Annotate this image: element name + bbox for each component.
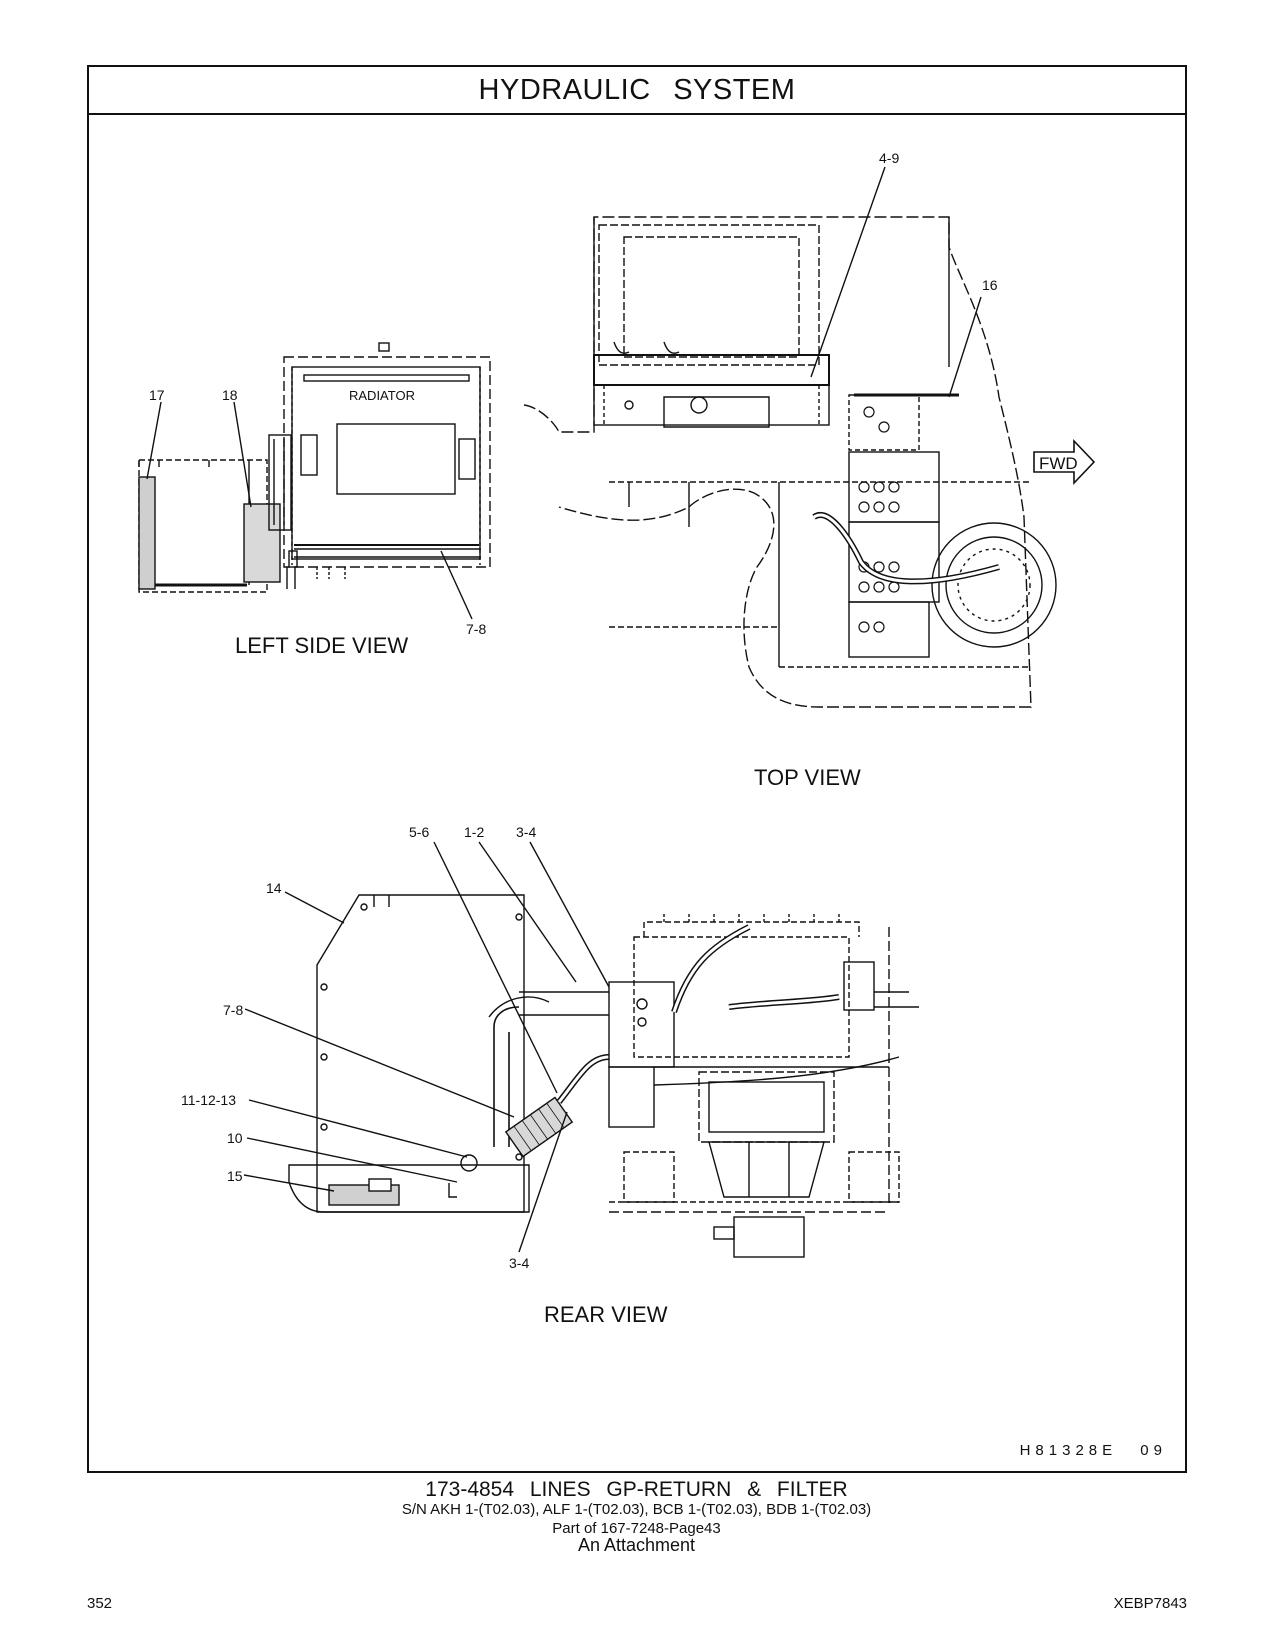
callout-5-6: 5-6 <box>409 824 430 840</box>
page-number: 352 <box>87 1595 113 1612</box>
callout-3-4-top: 3-4 <box>516 824 537 840</box>
page-title: HYDRAULIC SYSTEM <box>478 74 796 106</box>
callout-7-8-left: 7-8 <box>466 621 487 637</box>
callout-18: 18 <box>222 387 238 403</box>
callout-4-9: 4-9 <box>879 150 900 166</box>
diagram-frame: HYDRAULIC SYSTEM <box>87 65 1187 1473</box>
hydraulic-drawing: FWD <box>138 166 1096 1258</box>
callout-3-4-bottom: 3-4 <box>509 1255 530 1271</box>
rear-view-label: REAR VIEW <box>544 1302 668 1327</box>
document-number: XEBP7843 <box>1113 1595 1187 1612</box>
caption-attachment: An Attachment <box>577 1535 696 1555</box>
caption-serial-numbers: S/N AKH 1-(T02.03), ALF 1-(T02.03), BCB … <box>401 1501 872 1518</box>
callout-14: 14 <box>266 880 282 896</box>
left-side-view-drawing <box>138 342 491 620</box>
callout-17: 17 <box>149 387 165 403</box>
caption-part-title: 173-4854 LINES GP-RETURN & FILTER <box>425 1478 848 1501</box>
callout-11-12-13: 11-12-13 <box>181 1092 237 1108</box>
callout-16: 16 <box>982 277 998 293</box>
rear-view-drawing <box>243 841 919 1258</box>
top-view-drawing: FWD <box>523 166 1096 708</box>
left-side-view-label: LEFT SIDE VIEW <box>235 633 409 658</box>
caption-part-of: Part of 167-7248-Page43 <box>552 1520 721 1537</box>
title-bar: HYDRAULIC SYSTEM <box>89 67 1185 115</box>
radiator-label: RADIATOR <box>349 388 415 403</box>
callout-7-8-rear: 7-8 <box>223 1002 244 1018</box>
svg-text:FWD: FWD <box>1039 454 1078 473</box>
callout-10: 10 <box>227 1130 243 1146</box>
drawing-id: H81328E 09 <box>1019 1442 1167 1459</box>
top-view-label: TOP VIEW <box>754 765 861 790</box>
callout-1-2: 1-2 <box>464 824 485 840</box>
callout-15: 15 <box>227 1168 243 1184</box>
